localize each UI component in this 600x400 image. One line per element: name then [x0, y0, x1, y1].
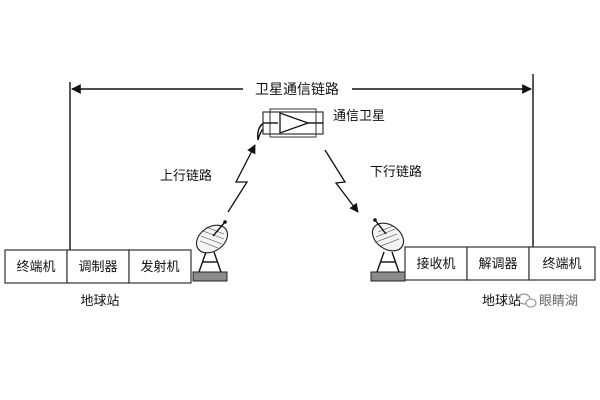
wechat-icon: [517, 293, 537, 308]
satellite-dish-icon: [370, 218, 406, 282]
left-box-transmitter-label: 发射机: [140, 259, 179, 275]
right-station-title: 地球站: [482, 294, 521, 309]
downlink-arrow: [324, 149, 359, 213]
satellite-dish-icon: [192, 220, 229, 282]
right-box-demodulator-label: 解调器: [478, 257, 517, 272]
left-box-terminal-label: 终端机: [16, 259, 55, 275]
right-box-terminal: [528, 246, 596, 281]
left-box-terminal: [4, 249, 68, 284]
downlink-label: 下行链路: [370, 164, 422, 180]
amplifier-triangle-icon: [279, 112, 310, 134]
left-station-title: 地球站: [80, 294, 119, 309]
uplink-arrow: [227, 144, 256, 213]
right-box-demodulator: [466, 246, 530, 281]
uplink-label: 上行链路: [160, 168, 212, 184]
link-title: 卫星通信链路: [255, 82, 339, 98]
right-box-receiver-label: 接收机: [416, 256, 455, 272]
satellite-icon: [257, 108, 324, 141]
right-box-terminal-label: 终端机: [542, 256, 581, 272]
watermark-text: 眼睛湖: [539, 294, 578, 309]
satellite-label: 通信卫星: [333, 109, 385, 124]
left-box-modulator-label: 调制器: [78, 260, 117, 275]
left-box-transmitter: [128, 249, 192, 284]
